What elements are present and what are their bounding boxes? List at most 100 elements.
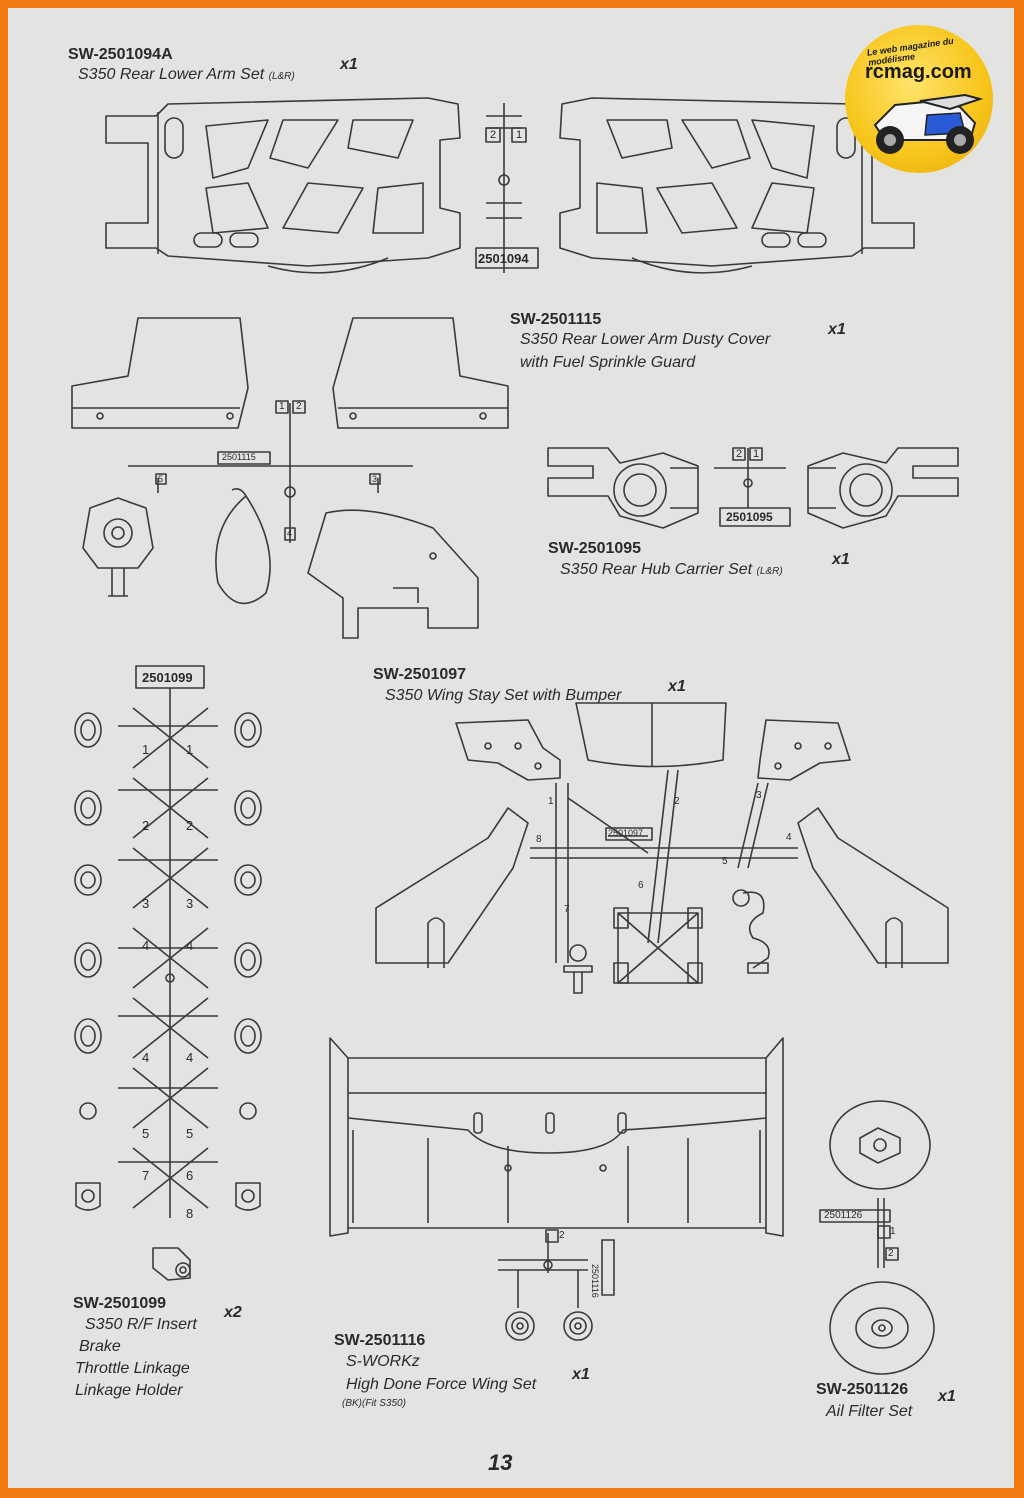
rc-car-icon bbox=[873, 93, 984, 154]
small-mount-screw bbox=[563, 944, 593, 994]
inserts-left-column bbox=[74, 712, 102, 1211]
dusty-cover-right bbox=[332, 317, 509, 429]
wing-mount-plates bbox=[455, 719, 851, 781]
arm-sprue bbox=[475, 103, 539, 273]
part-quantity: x1 bbox=[340, 56, 358, 73]
part-num: 4 bbox=[287, 528, 293, 538]
part-num: 1 bbox=[548, 796, 554, 807]
part-num: 6 bbox=[186, 1168, 194, 1183]
part-num: 3 bbox=[142, 896, 150, 911]
part-num: 2 bbox=[736, 448, 743, 460]
part-description: High Done Force Wing Set bbox=[346, 1376, 537, 1393]
part-num: 4 bbox=[142, 1050, 150, 1065]
hub-sprue bbox=[714, 447, 791, 527]
part-num: 8 bbox=[186, 1206, 194, 1221]
wing-stay-right bbox=[797, 807, 949, 968]
body-clip-hook bbox=[732, 889, 770, 974]
sprue-tag-2501115: 2501115 bbox=[222, 452, 256, 462]
air-filter-sprue bbox=[819, 1198, 899, 1268]
sprue-tag-2501097: 2501097 bbox=[608, 828, 644, 838]
part-num: 2 bbox=[674, 796, 680, 807]
part-quantity: x1 bbox=[572, 1366, 590, 1383]
part-num: 3 bbox=[372, 474, 378, 484]
part-num: 4 bbox=[142, 938, 150, 953]
part-num: 4 bbox=[186, 1050, 194, 1065]
sprue-tag-2501094: 2501094 bbox=[478, 251, 529, 266]
part-description: Throttle Linkage bbox=[75, 1360, 190, 1377]
part-quantity: x1 bbox=[832, 551, 850, 568]
sprue-tag-2501095: 2501095 bbox=[726, 510, 773, 524]
hub-carrier-left bbox=[547, 447, 699, 529]
part-num: 3 bbox=[186, 896, 194, 911]
part-num: 2 bbox=[142, 818, 150, 833]
part-num: 1 bbox=[142, 742, 150, 757]
part-description-text: S350 Rear Hub Carrier Set bbox=[560, 561, 753, 578]
part-quantity: x1 bbox=[828, 321, 846, 338]
part-code: SW-2501097 bbox=[373, 666, 467, 683]
part-num: 2 bbox=[296, 401, 302, 412]
part-num: 3 bbox=[756, 790, 762, 801]
part-quantity: x1 bbox=[938, 1388, 956, 1405]
bumper bbox=[575, 702, 727, 768]
body-post-mount bbox=[613, 907, 703, 984]
cover-sprue bbox=[128, 400, 413, 543]
page-number: 13 bbox=[488, 1450, 513, 1475]
rear-wing bbox=[329, 1037, 784, 1237]
part-num: 7 bbox=[142, 1168, 150, 1183]
part-code: SW-2501095 bbox=[548, 540, 642, 557]
part-num: 4 bbox=[786, 832, 792, 843]
linkage-holder bbox=[152, 1247, 191, 1281]
part-code: SW-2501115 bbox=[510, 311, 602, 328]
part-code: SW-2501116 bbox=[334, 1332, 426, 1349]
part-num: 4 bbox=[186, 938, 194, 953]
part-description: S350 Wing Stay Set with Bumper bbox=[385, 687, 622, 704]
part-num: 1 bbox=[890, 1226, 896, 1237]
rear-lower-arm-left bbox=[105, 97, 461, 274]
part-num: 7 bbox=[564, 904, 570, 915]
sprue-tag-2501116: 2501116 bbox=[590, 1264, 600, 1298]
part-num: 5 bbox=[722, 856, 728, 867]
part-quantity: x1 bbox=[668, 678, 686, 695]
manual-page: 2501094 2501115 2501095 2501097 2501099 … bbox=[8, 8, 1014, 1488]
part-description: S350 R/F Insert bbox=[85, 1316, 197, 1333]
part-description: S-WORKz bbox=[346, 1353, 420, 1370]
part-description: Ail Filter Set bbox=[826, 1403, 913, 1420]
part-num: 5 bbox=[158, 474, 164, 484]
part-num: 1 bbox=[279, 401, 285, 412]
wing-stay-sprue bbox=[530, 769, 798, 963]
part-code: SW-2501126 bbox=[816, 1381, 909, 1398]
part-description-text: S350 Rear Lower Arm Set bbox=[78, 66, 265, 83]
part-num: 2 bbox=[186, 818, 194, 833]
part-num: 2 bbox=[559, 1230, 565, 1241]
part-num: 1 bbox=[516, 129, 523, 141]
inserts-right-column bbox=[234, 712, 262, 1211]
part-num: 2 bbox=[888, 1248, 894, 1259]
part-quantity: x2 bbox=[224, 1304, 242, 1321]
part-code: SW-2501099 bbox=[73, 1295, 167, 1312]
sprue-tag-2501126: 2501126 bbox=[824, 1210, 863, 1221]
gearbox-mount bbox=[82, 497, 154, 597]
part-num: 8 bbox=[536, 834, 542, 845]
air-filter-top bbox=[829, 1100, 931, 1190]
part-num: 1 bbox=[186, 742, 194, 757]
sprue-tag-2501099: 2501099 bbox=[142, 670, 193, 685]
part-num: 1 bbox=[753, 448, 760, 460]
wing-stay-left bbox=[375, 807, 529, 968]
parts-illustration bbox=[71, 97, 959, 1375]
part-description: S350 Rear Lower Arm Dusty Cover bbox=[520, 331, 771, 348]
part-num: 2 bbox=[490, 129, 497, 141]
part-num: 5 bbox=[142, 1126, 150, 1141]
logo-brand: rcmag.com bbox=[865, 61, 972, 83]
wire-clip bbox=[215, 488, 271, 605]
part-num: 5 bbox=[186, 1126, 194, 1141]
part-description: Linkage Holder bbox=[75, 1382, 183, 1399]
part-description: Brake bbox=[79, 1338, 121, 1355]
part-sub: (L&R) bbox=[268, 71, 295, 82]
dusty-cover-left bbox=[71, 317, 249, 429]
part-num: 6 bbox=[638, 880, 644, 891]
part-sub: (L&R) bbox=[756, 566, 783, 577]
rcmag-logo: rcmag.com Le web magazine du modélisme bbox=[845, 25, 993, 173]
wing-button-sprue bbox=[498, 1229, 615, 1341]
hub-carrier-right bbox=[807, 447, 959, 529]
part-description: S350 Rear Lower Arm Set (L&R) bbox=[78, 66, 295, 84]
